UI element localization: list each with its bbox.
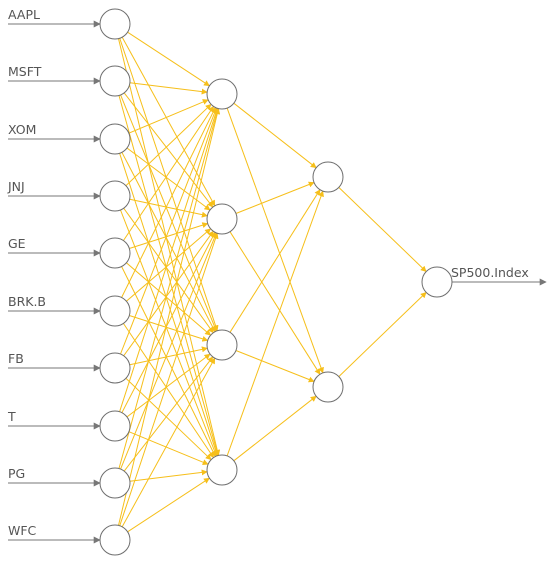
edge-l1-n8-to-l2-n4	[128, 431, 209, 466]
edge-l1-n5-to-l2-n3	[126, 262, 212, 336]
edge-l1-n2-to-l2-n1	[129, 82, 208, 95]
edge-l1-n8-to-l2-n1	[119, 107, 219, 412]
edge-l1-n10-to-l2-n1	[118, 108, 221, 526]
edge-l1-n7-to-l2-n2	[123, 230, 214, 357]
input-node-8	[99, 410, 131, 442]
edge-l1-n9-to-l2-n3	[123, 356, 214, 472]
input-node-4	[99, 180, 131, 212]
edge-l2-n3-to-l3-n2	[235, 350, 315, 383]
edge-l1-n5-to-l2-n2	[129, 222, 209, 249]
edge-l2-n4-to-l3-n1	[226, 190, 324, 457]
edge-l1-n6-to-l2-n1	[121, 106, 216, 298]
edge-l1-n4-to-l2-n3	[123, 207, 214, 334]
input-label: JNJ	[7, 179, 25, 194]
input-node-10	[99, 524, 131, 556]
input-arrows	[8, 20, 547, 544]
input-node-9	[99, 467, 131, 499]
edge-l1-n3-to-l2-n1	[128, 99, 209, 134]
hidden1-node-4	[206, 454, 238, 486]
edge-l1-n10-to-l2-n3	[121, 357, 216, 528]
edge-l1-n10-to-l2-n2	[119, 232, 219, 526]
input-label: MSFT	[8, 64, 42, 79]
input-node-2	[99, 65, 131, 97]
edge-l1-n7-to-l2-n3	[129, 346, 208, 366]
input-node-7	[99, 352, 131, 384]
edge-l1-n5-to-l2-n1	[122, 105, 215, 241]
edge-l3-n2-to-l4-n1	[338, 291, 427, 377]
edge-l1-n1-to-l2-n4	[118, 38, 221, 456]
input-label: PG	[8, 466, 25, 481]
edge-l1-n2-to-l2-n4	[118, 95, 220, 457]
edge-l1-n9-to-l2-n4	[129, 469, 208, 482]
hidden1-node-2	[206, 203, 238, 235]
input-node-6	[99, 295, 131, 327]
input-node-3	[99, 123, 131, 155]
input-label: T	[7, 409, 16, 424]
edge-l1-n9-to-l2-n2	[120, 232, 218, 470]
input-label: GE	[8, 236, 26, 251]
hidden2-node-1	[312, 161, 344, 193]
edge-l1-n8-to-l2-n3	[126, 353, 211, 418]
input-node-1	[99, 8, 131, 40]
input-label: WFC	[8, 523, 37, 538]
edge-l3-n1-to-l4-n1	[338, 187, 427, 273]
edge-l1-n9-to-l2-n1	[118, 107, 220, 469]
edge-l1-n3-to-l2-n4	[119, 153, 219, 457]
neurons	[99, 8, 453, 556]
edge-l1-n5-to-l2-n4	[121, 266, 216, 458]
edge-l1-n6-to-l2-n2	[126, 228, 212, 302]
edge-l1-n10-to-l2-n4	[127, 477, 210, 533]
edge-l2-n1-to-l3-n2	[226, 107, 324, 374]
connection-edges	[118, 31, 427, 533]
edge-l1-n8-to-l2-n2	[121, 231, 216, 413]
hidden2-node-2	[312, 371, 344, 403]
edge-l1-n4-to-l2-n4	[120, 209, 218, 457]
edge-l1-n4-to-l2-n1	[125, 103, 212, 187]
edge-l2-n3-to-l3-n1	[229, 189, 321, 333]
input-node-5	[99, 237, 131, 269]
input-label: XOM	[8, 122, 36, 137]
edge-l1-n7-to-l2-n1	[120, 107, 218, 355]
input-label: BRK.B	[8, 294, 46, 309]
edge-l1-n2-to-l2-n3	[120, 94, 218, 332]
edge-l1-n3-to-l2-n3	[121, 152, 216, 333]
edge-l2-n2-to-l3-n2	[229, 231, 321, 375]
edge-l1-n6-to-l2-n3	[129, 315, 209, 342]
output-label: SP500.Index	[451, 265, 529, 280]
input-label: AAPL	[8, 7, 40, 22]
edge-l1-n1-to-l2-n1	[127, 31, 210, 87]
edge-l1-n2-to-l2-n2	[123, 92, 214, 208]
hidden1-node-3	[206, 329, 238, 361]
hidden1-node-1	[206, 78, 238, 110]
edge-l1-n4-to-l2-n2	[129, 198, 208, 218]
input-label: FB	[8, 351, 24, 366]
edge-l2-n2-to-l3-n1	[235, 181, 315, 214]
edge-l2-n1-to-l3-n1	[233, 102, 317, 169]
edge-l1-n6-to-l2-n4	[122, 323, 215, 459]
edge-l2-n4-to-l3-n2	[233, 395, 317, 462]
input-labels: AAPL MSFT XOM JNJ GE BRK.B FB T PG WFC SP500.Index	[7, 7, 529, 538]
output-node-1	[421, 266, 453, 298]
